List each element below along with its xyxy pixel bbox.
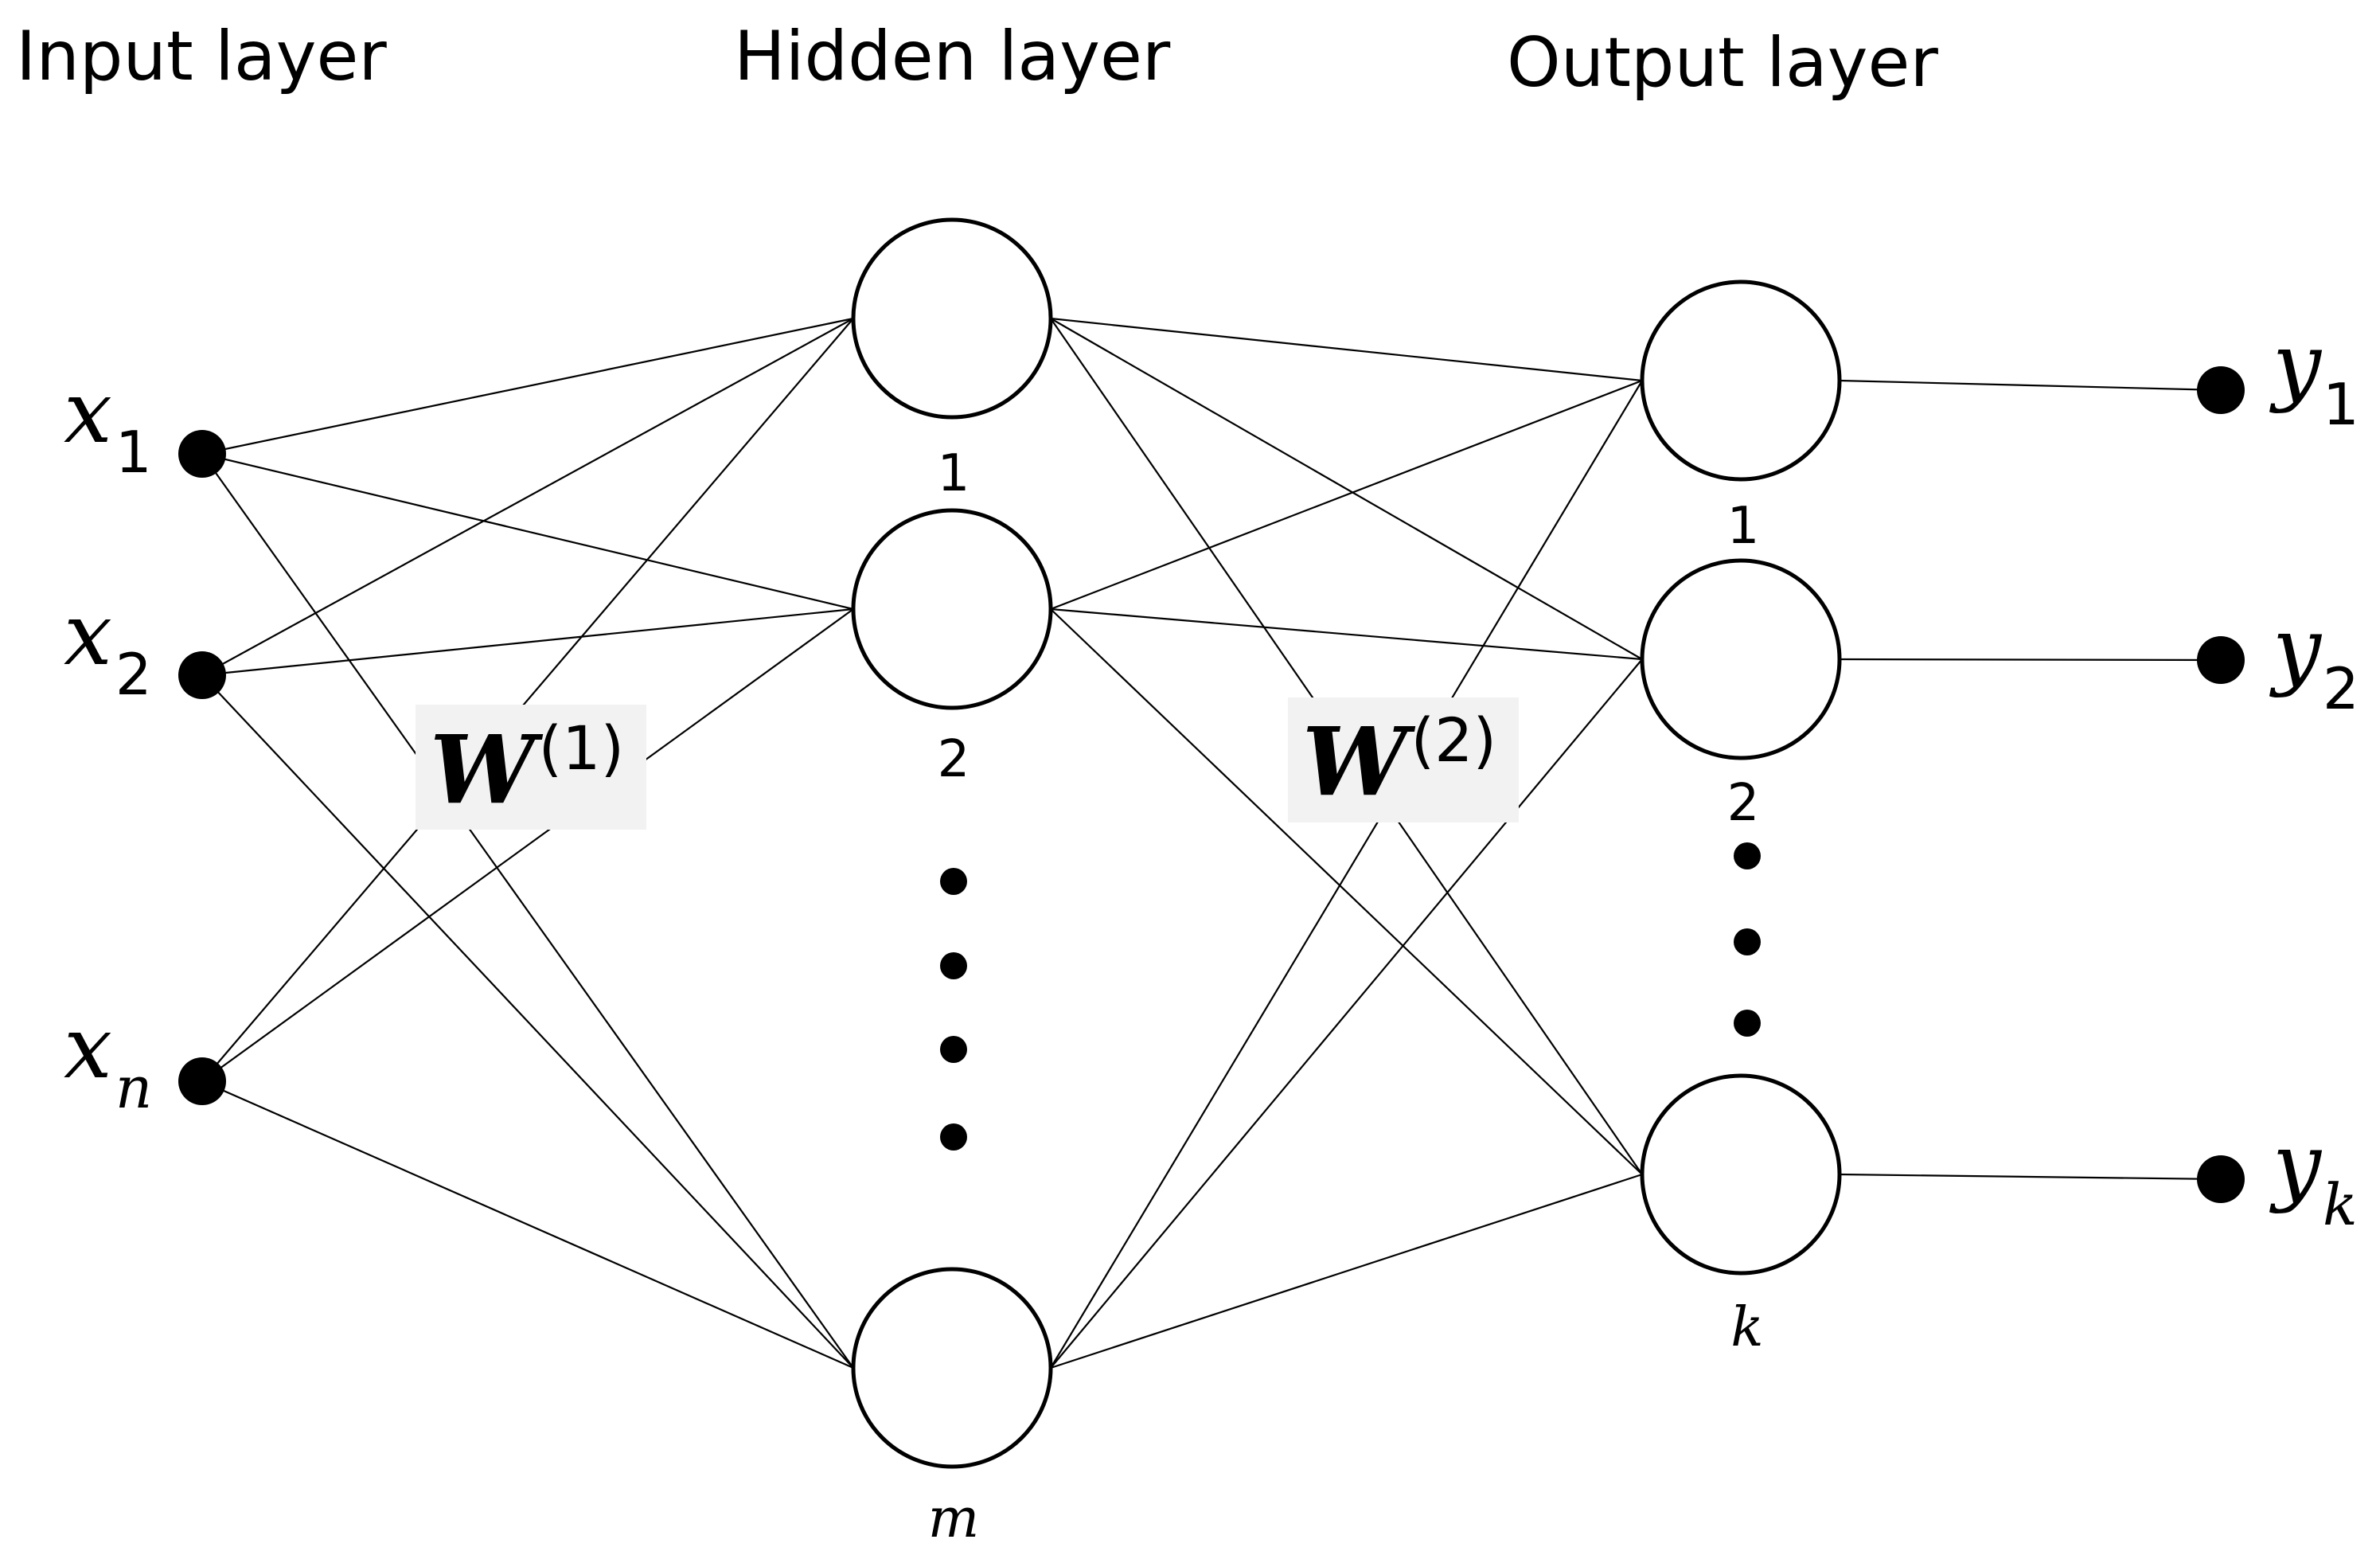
input-node-2	[178, 651, 226, 699]
output-ellipsis	[1734, 842, 1761, 1037]
output-terminal-1	[2197, 366, 2245, 414]
edge-hidden-0-output-0	[1050, 317, 1643, 382]
connections	[201, 317, 2222, 1369]
hidden-node-1	[851, 217, 1053, 420]
output-label-y1: y1	[2269, 315, 2359, 438]
output-node-1-label: 1	[1727, 497, 1760, 556]
hidden-ellipsis	[940, 868, 967, 1151]
edge-hidden-2-output-2	[1050, 1173, 1643, 1369]
input-label-x2: x2	[64, 585, 152, 708]
edge-hidden-2-output-0	[1050, 380, 1643, 1369]
hidden-node-m	[851, 1267, 1053, 1469]
hidden-node-1-label: 1	[938, 444, 970, 503]
edge-input-0-hidden-2	[201, 453, 854, 1369]
edge-input-1-hidden-2	[201, 674, 854, 1369]
output-layer-title: Output layer	[1507, 23, 1938, 103]
hidden-node-m-label: m	[928, 1487, 979, 1550]
edge-input-2-hidden-1	[201, 608, 854, 1082]
edge-input-1-hidden-0	[201, 318, 854, 676]
edge-output-0-terminal	[1839, 379, 2222, 392]
output-terminal-k	[2197, 1155, 2245, 1203]
weight-label-2: W(2)	[1302, 705, 1496, 817]
edge-input-2-hidden-2	[201, 1080, 854, 1369]
edge-input-0-hidden-1	[201, 452, 854, 611]
edge-output-1-terminal	[1839, 658, 2222, 662]
edge-input-0-hidden-0	[201, 317, 854, 455]
output-label-yk: yk	[2269, 1115, 2358, 1238]
output-terminal-2	[2197, 636, 2245, 684]
edge-hidden-1-output-1	[1050, 608, 1643, 661]
edge-output-2-terminal	[1839, 1173, 2222, 1181]
edge-hidden-1-output-2	[1050, 608, 1643, 1175]
weight-label-1-box	[416, 705, 646, 830]
edge-input-2-hidden-0	[201, 318, 854, 1082]
weight-label-2-box	[1288, 697, 1519, 822]
edge-hidden-0-output-1	[1050, 318, 1643, 660]
hidden-node-2	[851, 508, 1053, 710]
hidden-node-2-label: 2	[938, 730, 970, 789]
edge-input-1-hidden-1	[201, 608, 854, 677]
hidden-layer-title: Hidden layer	[734, 17, 1171, 96]
input-layer-title: Input layer	[16, 17, 387, 96]
input-label-xn: xn	[64, 998, 152, 1121]
edge-hidden-2-output-1	[1050, 658, 1643, 1369]
output-node-2-label: 2	[1727, 774, 1760, 833]
output-node-1	[1640, 279, 1842, 482]
input-node-n	[178, 1057, 226, 1105]
output-node-2	[1640, 558, 1842, 760]
weight-label-1: W(1)	[430, 713, 624, 825]
output-node-k	[1640, 1073, 1842, 1276]
output-node-k-label: k	[1730, 1296, 1763, 1359]
output-label-y2: y2	[2269, 600, 2359, 722]
edge-hidden-1-output-0	[1050, 379, 1643, 611]
input-node-1	[178, 430, 226, 478]
input-label-x1: x1	[64, 363, 152, 486]
